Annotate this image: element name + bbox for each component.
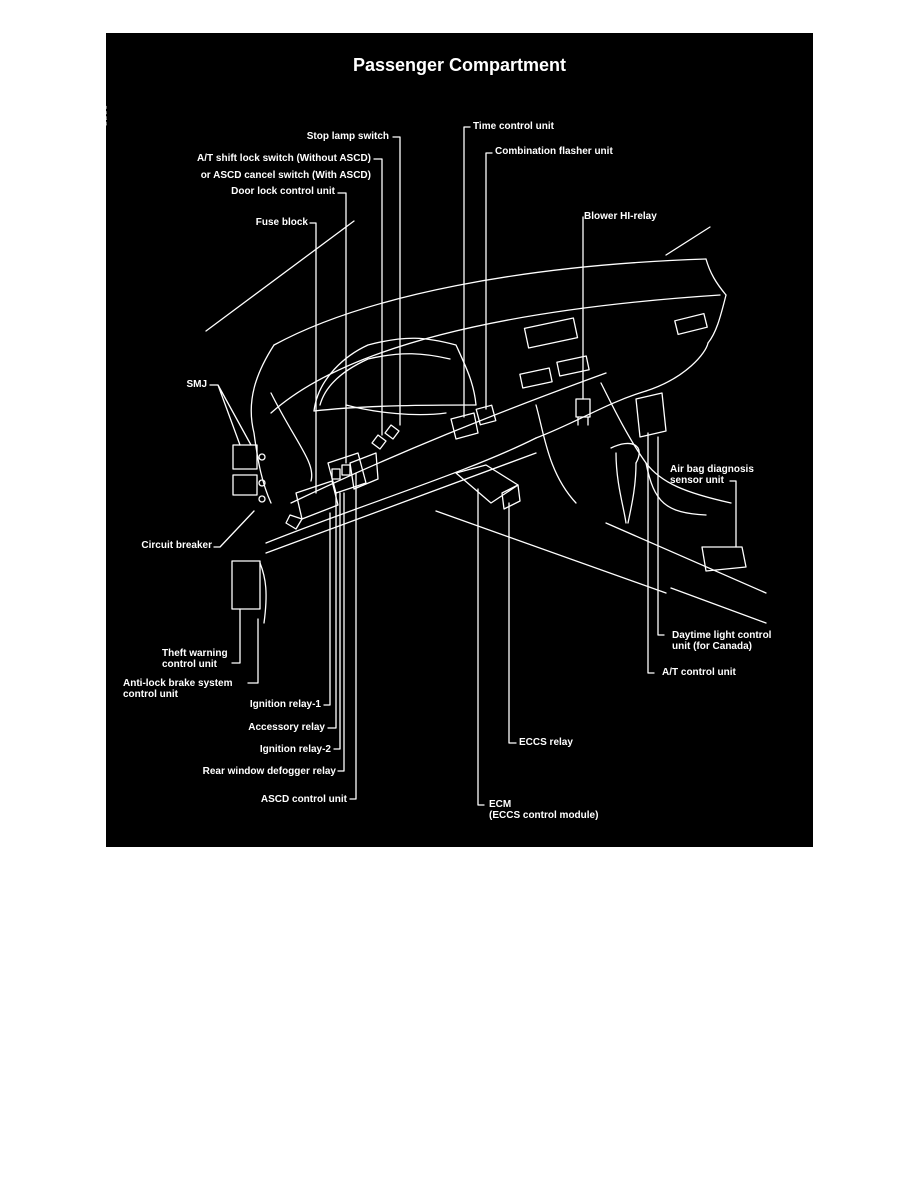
dash-lower-line-2: [290, 372, 607, 504]
dash-lower-line: [265, 437, 537, 544]
console-left-edge: [535, 404, 577, 504]
label-smj: SMJ: [186, 379, 207, 390]
ecm-connector: [501, 484, 521, 510]
cluster-bottom: [313, 404, 477, 412]
right-vent: [674, 312, 708, 336]
leader-abs: [247, 618, 259, 684]
label-ascd-control-unit: ASCD control unit: [260, 794, 347, 805]
console-floor-2: [605, 522, 767, 594]
label-combination-flasher-unit: Combination flasher unit: [495, 146, 613, 157]
label-ecm: ECM: [489, 799, 512, 810]
label-air-bag-diagnosis: Air bag diagnosis: [670, 464, 754, 475]
flasher-unit-shape: [475, 404, 497, 426]
leader-flasher: [485, 152, 493, 410]
time-control-unit-shape: [450, 412, 479, 440]
fuse-block-body: [295, 480, 339, 520]
radio-slot-1: [519, 367, 553, 389]
radio-slot-2: [556, 355, 590, 377]
smj-connector-upper: [232, 444, 258, 470]
cluster-hood: [313, 337, 477, 412]
label-at-shift-lock-switch: A/T shift lock switch (Without ASCD): [197, 153, 371, 164]
leader-accessory: [327, 492, 337, 729]
windshield-edge: [205, 220, 355, 332]
leader-air-bag: [729, 480, 737, 548]
leader-ignition-relay-2: [333, 492, 341, 750]
label-stop-lamp-switch: Stop lamp switch: [306, 131, 389, 142]
dashboard-drawing: [205, 126, 767, 806]
label-ignition-relay-1: Ignition relay-1: [249, 699, 321, 710]
at-control-unit-shape: [635, 392, 667, 438]
leader-eccs-relay: [508, 502, 517, 744]
console-floor: [435, 510, 667, 594]
label-theft-warning-control-unit: control unit: [162, 659, 217, 670]
cluster-inner: [319, 353, 451, 406]
label-anti-lock-brake-system: Anti-lock brake system: [123, 678, 233, 689]
dash-right-edge: [707, 294, 727, 344]
steering-column: [345, 404, 447, 416]
relay-2: [341, 464, 351, 476]
air-bag-sensor-shape: [701, 546, 747, 572]
label-ignition-relay-2: Ignition relay-2: [259, 744, 331, 755]
leader-fuse-block: [309, 222, 317, 494]
figure-title: Passenger Compartment: [352, 55, 567, 75]
windshield-right-edge: [665, 226, 711, 256]
theft-warning-bracket: [259, 562, 267, 624]
leader-defogger: [337, 492, 345, 772]
fuse-block-side: [285, 514, 303, 530]
shifter-lever: [615, 452, 637, 524]
stop-lamp-switch-shape: [384, 424, 400, 440]
relay-cluster: [327, 452, 367, 494]
leader-ecm: [477, 488, 485, 806]
smj-connector-lower: [232, 474, 258, 496]
leader-daytime: [657, 436, 665, 636]
leader-ignition-relay-1: [323, 512, 331, 706]
label-eccs-relay: ECCS relay: [519, 737, 573, 748]
dash-left-end: [250, 344, 275, 504]
shifter-gate: [610, 442, 640, 464]
smj-pin-1: [258, 453, 266, 461]
leader-smj: [209, 384, 252, 446]
label-daytime-light-unit: unit (for Canada): [672, 641, 752, 652]
ascd-unit-body: [349, 452, 379, 490]
label-fuse-block: Fuse block: [255, 217, 308, 228]
leader-ascd: [349, 472, 357, 800]
label-at-control-unit: A/T control unit: [662, 667, 736, 678]
label-ascd-cancel-switch: or ASCD cancel switch (With ASCD): [200, 170, 371, 181]
label-abs-control-unit: control unit: [123, 689, 178, 700]
label-daytime-light-control: Daytime light control: [672, 630, 772, 641]
smj-pin-2: [258, 479, 266, 487]
figure-code: 6877: [106, 105, 108, 127]
leader-shift-lock: [373, 158, 383, 436]
dash-right-top: [705, 258, 727, 296]
dash-center-lower: [535, 390, 647, 439]
console-floor-3: [670, 587, 767, 624]
leader-circuit-breaker: [213, 510, 255, 548]
center-vent: [523, 317, 579, 349]
leader-time-control: [463, 126, 471, 418]
label-circuit-breaker: Circuit breaker: [141, 540, 212, 551]
dash-bottom-edge: [265, 452, 537, 554]
label-eccs-control-module: (ECCS control module): [489, 810, 599, 821]
label-rear-window-defogger-relay: Rear window defogger relay: [202, 766, 336, 777]
label-theft-warning: Theft warning: [162, 648, 228, 659]
smj-pin-3: [258, 495, 266, 503]
relay-1: [331, 468, 341, 480]
leader-theft-warning: [231, 608, 241, 664]
label-air-bag-sensor-unit: sensor unit: [670, 475, 724, 486]
passenger-compartment-diagram: 6877 Passenger Compartment Stop lamp swi…: [106, 33, 813, 847]
leader-stop-lamp: [392, 136, 401, 426]
label-door-lock-control-unit: Door lock control unit: [231, 186, 335, 197]
dash-right-lower: [645, 342, 709, 392]
leader-at-control: [647, 432, 655, 674]
shift-lock-switch-shape: [371, 434, 387, 450]
dash-left-panel: [270, 392, 313, 482]
label-accessory-relay: Accessory relay: [248, 722, 325, 733]
label-time-control-unit: Time control unit: [473, 121, 554, 132]
theft-warning-unit-shape: [231, 560, 261, 610]
leader-door-lock: [337, 192, 347, 464]
dash-top-outline: [273, 258, 707, 346]
dash-upper-curve: [270, 294, 721, 414]
label-blower-hi-relay: Blower HI-relay: [584, 211, 657, 222]
